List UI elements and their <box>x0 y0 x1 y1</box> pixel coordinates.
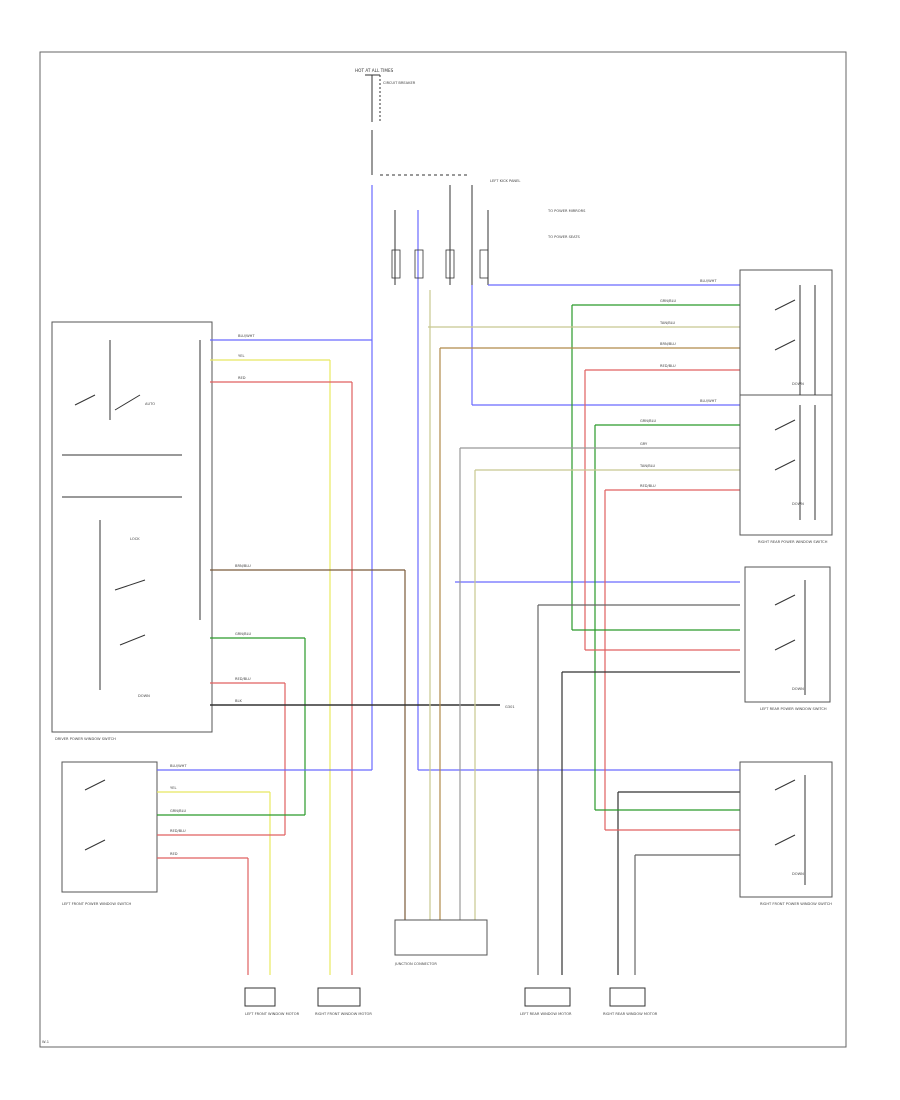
wire-label-red-6: RED <box>170 852 178 856</box>
left-front-switch-label: LEFT FRONT POWER WINDOW SWITCH <box>62 902 131 906</box>
wire-label-yel-1: YEL <box>238 354 244 358</box>
down-label-1: DOWN <box>792 382 804 386</box>
splice-label: LEFT KICK PANEL <box>490 179 520 183</box>
footer-id: W-1 <box>42 1040 49 1044</box>
junction-label: JUNCTION CONNECTOR <box>394 962 437 966</box>
wire-label-gry-1: GRY <box>640 442 648 446</box>
junction-connector: JUNCTION CONNECTOR <box>394 919 488 966</box>
trunk-wires <box>371 185 489 770</box>
right-rear-wires: GRN/BLU TAN/BLU BRN/BLU RED/BLU <box>428 299 740 650</box>
circuit-breaker-label: CIRCUIT BREAKER <box>383 81 416 85</box>
wire-label-tan-2: TAN/BLU <box>639 464 656 468</box>
wire-label-red-1: RED/BLU <box>660 364 676 368</box>
left-rear-wires <box>537 604 740 975</box>
right-front-switch-label: RIGHT FRONT POWER WINDOW SWITCH <box>760 902 832 906</box>
wire-label-grn-2: GRN/BLU <box>640 419 656 423</box>
power-seats-note: TO POWER SEATS <box>547 235 581 239</box>
motor-lr-label: LEFT REAR WINDOW MOTOR <box>520 1012 572 1016</box>
auto-label: AUTO <box>145 402 155 406</box>
hot-at-all-times-label: HOT AT ALL TIMES <box>355 68 394 73</box>
wire-label-grn-4: GRN/BLU <box>170 809 186 813</box>
ground-label: G301 <box>505 705 515 709</box>
left-rear-switch-label: LEFT REAR POWER WINDOW SWITCH <box>760 707 827 711</box>
wire-label-blu-1: BLU/WHT <box>700 279 717 283</box>
motor-lf-label: LEFT FRONT WINDOW MOTOR <box>245 1012 300 1016</box>
blue-feed-right: BLU/WHT BLU/WHT <box>418 279 740 771</box>
wire-label-brn-1: BRN/BLU <box>660 342 676 346</box>
wire-label-red-4: RED/BLU <box>235 677 251 681</box>
right-rear-switch-label: RIGHT REAR POWER WINDOW SWITCH <box>758 540 828 544</box>
wire-label-blk-1: BLK <box>235 699 242 703</box>
driver-wires: BLU/WHT YEL RED BRN/BLU GRN/BLU RED/BLU … <box>210 290 515 975</box>
down-label-2: DOWN <box>792 502 804 506</box>
lock-label: LOCK <box>130 537 140 541</box>
wire-label-red-2: RED/BLU <box>640 484 656 488</box>
wire-label-red-5: RED/BLU <box>170 829 186 833</box>
wire-label-blu-2: BLU/WHT <box>700 399 717 403</box>
power-mirrors-note: TO POWER MIRRORS <box>547 209 586 213</box>
driver-master-label: DRIVER POWER WINDOW SWITCH <box>55 737 116 741</box>
left-front-switch: LEFT FRONT POWER WINDOW SWITCH BLU/WHT Y… <box>61 761 372 975</box>
motor-rr-label: RIGHT REAR WINDOW MOTOR <box>603 1012 658 1016</box>
right-switch-boxes: RIGHT REAR POWER WINDOW SWITCH LEFT REAR… <box>739 269 833 906</box>
wire-label-grn-1: GRN/BLU <box>660 299 676 303</box>
diagram-frame <box>39 51 847 1048</box>
wire-label-blu-3: BLU/WHT <box>238 334 255 338</box>
top-feed: HOT AT ALL TIMES CIRCUIT BREAKER LEFT KI… <box>355 68 586 239</box>
wire-label-yel-2: YEL <box>170 786 176 790</box>
motor-rf-label: RIGHT FRONT WINDOW MOTOR <box>315 1012 372 1016</box>
wire-label-red-3: RED <box>238 376 246 380</box>
wire-label-brn-2: BRN/BLU <box>235 564 251 568</box>
motors: LEFT FRONT WINDOW MOTOR RIGHT FRONT WIND… <box>244 987 658 1016</box>
down-label-4: DOWN <box>792 872 804 876</box>
down-label-5: DOWN <box>138 694 150 698</box>
right-front-wires: GRN/BLU GRY TAN/BLU RED/BLU <box>460 419 740 830</box>
right-front-lower-wires <box>595 791 740 975</box>
down-label-3: DOWN <box>792 687 804 691</box>
wire-label-blu-4: BLU/WHT <box>170 764 187 768</box>
wire-label-tan-1: TAN/BLU <box>659 321 676 325</box>
driver-master-switch: DRIVER POWER WINDOW SWITCH AUTO LOCK DOW… <box>51 321 213 741</box>
wire-label-grn-3: GRN/BLU <box>235 632 251 636</box>
